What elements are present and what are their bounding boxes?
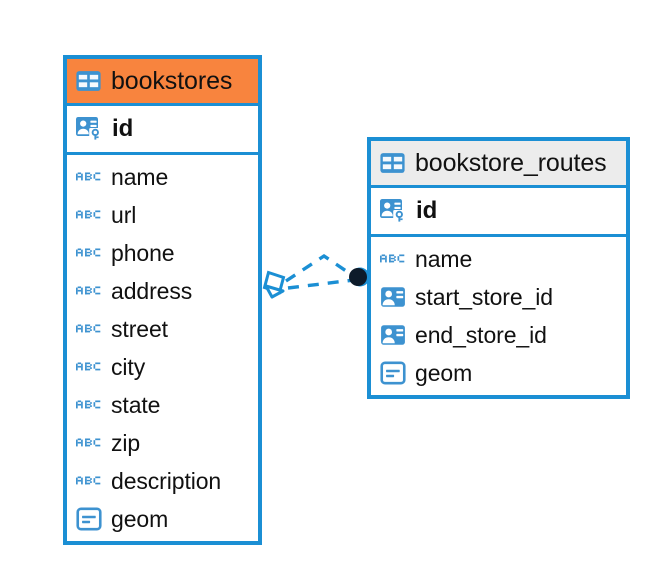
- primary-key-icon: [379, 198, 407, 224]
- field-label: geom: [111, 505, 169, 532]
- field-label: name: [415, 245, 473, 272]
- field-row-end-store-id[interactable]: end_store_id: [371, 316, 626, 354]
- field-row-id[interactable]: id: [371, 188, 626, 237]
- field-row-geom[interactable]: geom: [371, 354, 626, 392]
- text-field-icon: [76, 432, 102, 454]
- field-row-city[interactable]: city: [67, 348, 258, 386]
- field-label: state: [111, 391, 161, 418]
- entity-header-bookstores: bookstores: [67, 59, 258, 106]
- field-list: name u: [67, 155, 258, 541]
- text-field-icon: [76, 470, 102, 492]
- field-label: address: [111, 277, 193, 304]
- field-label: zip: [111, 429, 141, 456]
- text-field-icon: [76, 394, 102, 416]
- foreign-key-icon: [380, 286, 406, 308]
- field-row-id[interactable]: id: [67, 106, 258, 155]
- field-label: url: [111, 201, 137, 228]
- text-field-icon: [76, 356, 102, 378]
- field-row-name[interactable]: name: [67, 158, 258, 196]
- field-label: name: [111, 163, 169, 190]
- field-label: description: [111, 467, 222, 494]
- field-row-geom[interactable]: geom: [67, 500, 258, 538]
- text-field-icon: [76, 204, 102, 226]
- field-row-phone[interactable]: phone: [67, 234, 258, 272]
- entity-title: bookstores: [111, 66, 233, 95]
- text-field-icon: [76, 280, 102, 302]
- field-label: start_store_id: [415, 283, 553, 310]
- entity-table-bookstore-routes[interactable]: bookstore_routes id: [367, 137, 630, 399]
- relationship-link-upper: [285, 253, 356, 283]
- field-label: geom: [415, 359, 473, 386]
- field-label: id: [112, 115, 134, 142]
- field-row-url[interactable]: url: [67, 196, 258, 234]
- primary-key-icon: [75, 116, 103, 142]
- field-row-name[interactable]: name: [371, 240, 626, 278]
- geometry-field-icon: [76, 507, 102, 531]
- diamond-marker: [262, 270, 286, 299]
- field-label: phone: [111, 239, 175, 266]
- relationship-link-lower: [287, 278, 355, 290]
- text-field-icon: [76, 318, 102, 340]
- field-row-start-store-id[interactable]: start_store_id: [371, 278, 626, 316]
- table-icon: [75, 70, 102, 92]
- field-row-street[interactable]: street: [67, 310, 258, 348]
- table-icon: [379, 152, 406, 174]
- field-row-zip[interactable]: zip: [67, 424, 258, 462]
- field-row-address[interactable]: address: [67, 272, 258, 310]
- foreign-key-icon: [380, 324, 406, 346]
- field-row-state[interactable]: state: [67, 386, 258, 424]
- field-list: name start_store_id end_store_id geom: [371, 237, 626, 395]
- text-field-icon: [76, 166, 102, 188]
- geometry-field-icon: [380, 361, 406, 385]
- field-label: end_store_id: [415, 321, 547, 348]
- entity-table-bookstores[interactable]: bookstores id: [63, 55, 262, 545]
- entity-header-bookstore-routes: bookstore_routes: [371, 141, 626, 188]
- entity-title: bookstore_routes: [415, 148, 607, 177]
- field-label: street: [111, 315, 168, 342]
- field-label: city: [111, 353, 146, 380]
- text-field-icon: [380, 248, 406, 270]
- field-label: id: [416, 197, 438, 224]
- text-field-icon: [76, 242, 102, 264]
- field-row-description[interactable]: description: [67, 462, 258, 500]
